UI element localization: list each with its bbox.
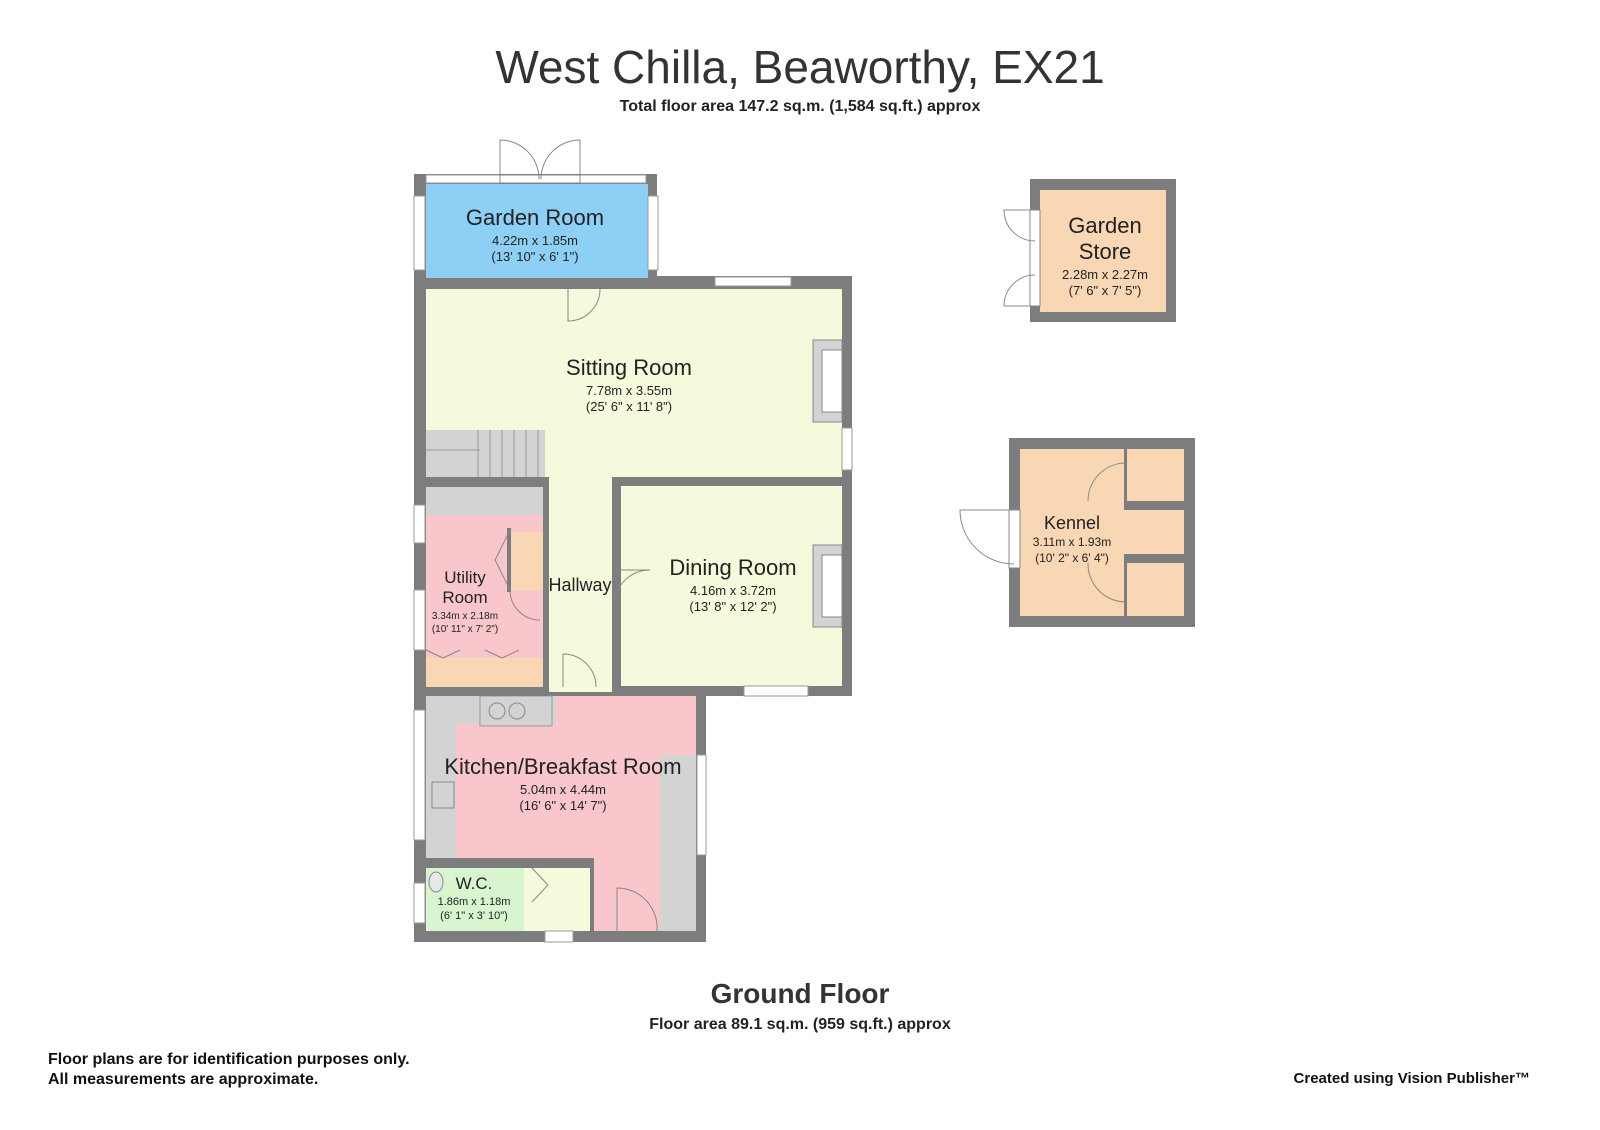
plan-title: West Chilla, Beaworthy, EX21: [495, 41, 1105, 93]
utility-room-name-2: Room: [442, 588, 487, 607]
hallway: [545, 477, 612, 692]
kitchen-metric: 5.04m x 4.44m: [520, 782, 606, 797]
utility-cupboards: [426, 658, 543, 687]
utility-room-imperial: (10' 11" x 7' 2"): [432, 624, 498, 635]
hallway-name: Hallway: [548, 575, 611, 595]
garden-store-name-1: Garden: [1068, 213, 1141, 238]
door-icons: [425, 288, 658, 932]
french-doors-icon: [499, 139, 581, 184]
utility-room-name-1: Utility: [444, 568, 486, 587]
wc-lobby: [524, 868, 592, 931]
garden-store-name-2: Store: [1079, 239, 1132, 264]
garden-store-metric: 2.28m x 2.27m: [1062, 267, 1148, 282]
kennel-name: Kennel: [1044, 513, 1100, 533]
kennel-imperial: (10' 2" x 6' 4"): [1035, 551, 1109, 565]
hob: [479, 695, 553, 727]
garden-store-imperial: (7' 6" x 7' 5"): [1069, 283, 1142, 298]
utility-worktop: [426, 487, 543, 515]
wc-imperial: (6' 1" x 3' 10"): [440, 910, 508, 922]
garden-room-imperial: (13' 10" x 6' 1"): [491, 249, 578, 264]
credit: Created using Vision Publisher™: [1293, 1070, 1530, 1087]
disclaimer-line-2: All measurements are approximate.: [48, 1071, 319, 1088]
kennel: [959, 438, 1195, 627]
dining-room-imperial: (13' 8" x 12' 2"): [689, 599, 776, 614]
disclaimer: Floor plans are for identification purpo…: [48, 1050, 410, 1090]
disclaimer-line-1: Floor plans are for identification purpo…: [48, 1051, 410, 1068]
utility-room-metric: 3.34m x 2.18m: [432, 611, 498, 622]
internal-walls: [414, 278, 852, 931]
floor-area: Floor area 89.1 sq.m. (959 sq.ft.) appro…: [649, 1016, 951, 1033]
staircase: [426, 430, 545, 477]
garden-room-name: Garden Room: [466, 205, 604, 230]
kitchen-worktop-right: [660, 755, 696, 931]
floor-name: Ground Floor: [710, 978, 890, 1009]
chimney-breasts: [812, 339, 843, 628]
sitting-room-metric: 7.78m x 3.55m: [586, 383, 672, 398]
dining-room: [621, 486, 842, 686]
kitchen-name: Kitchen/Breakfast Room: [444, 754, 681, 779]
sitting-room-name: Sitting Room: [566, 355, 692, 380]
wc-metric: 1.86m x 1.18m: [438, 896, 511, 908]
garden-room-metric: 4.22m x 1.85m: [492, 233, 578, 248]
wc-name: W.C.: [456, 874, 493, 893]
total-floor-area: Total floor area 147.2 sq.m. (1,584 sq.f…: [619, 98, 981, 115]
kennel-metric: 3.11m x 1.93m: [1033, 535, 1111, 549]
dining-room-name: Dining Room: [669, 555, 796, 580]
sink: [431, 781, 455, 809]
kitchen-imperial: (16' 6" x 14' 7"): [519, 798, 606, 813]
garden-store: [1003, 179, 1176, 322]
windows: [413, 174, 853, 943]
toilet: [428, 871, 444, 893]
sitting-room-imperial: (25' 6" x 11' 8"): [586, 399, 672, 414]
utility-cupboard: [510, 532, 543, 590]
dining-room-metric: 4.16m x 3.72m: [690, 583, 776, 598]
garden-room: [426, 184, 648, 280]
